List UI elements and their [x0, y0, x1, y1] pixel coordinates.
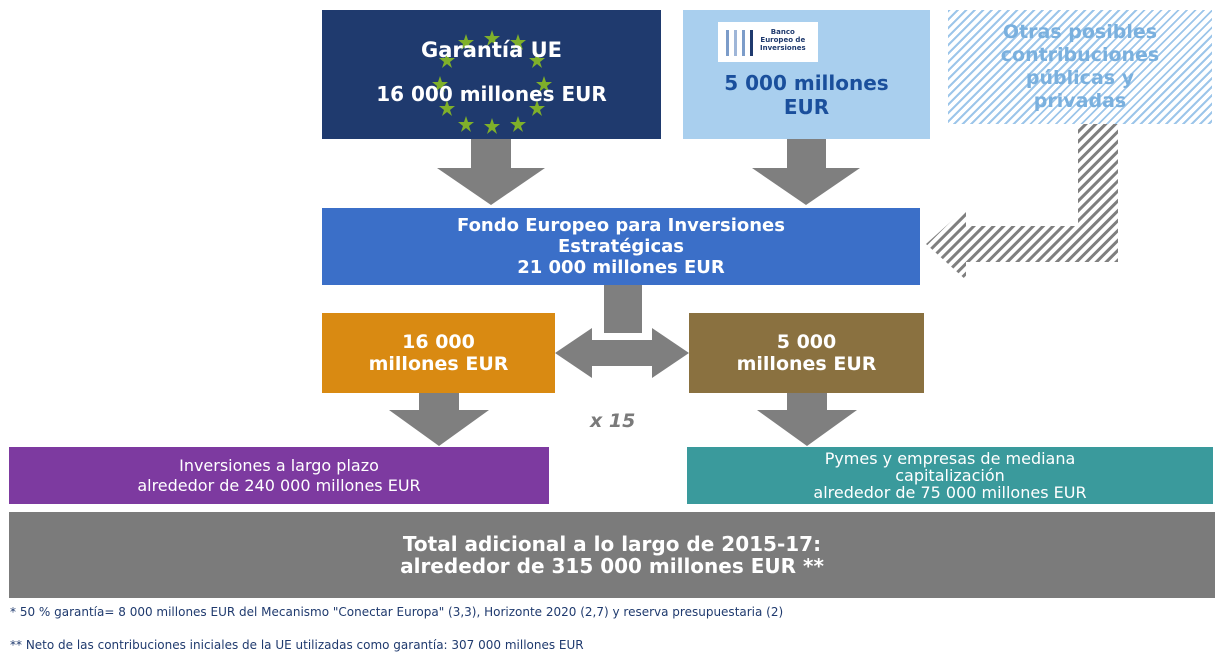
other-line2: contribuciones: [1000, 44, 1160, 66]
split-right-box: 5 000 millones EUR: [689, 313, 924, 393]
arrow-eib-to-efsi: [752, 139, 860, 205]
split-left-box: 16 000 millones EUR: [322, 313, 555, 393]
arrow-right-to-sme: [757, 393, 857, 446]
efsi-line3: 21 000 millones EUR: [517, 257, 725, 278]
other-line1: Otras posibles: [1002, 21, 1158, 43]
total-line2: alrededor de 315 000 millones EUR **: [400, 554, 824, 578]
eib-logo-bar-icon: [750, 30, 753, 56]
eib-amount-line1: 5 000 millones: [724, 70, 889, 95]
arrow-other-to-efsi: [926, 124, 1118, 280]
sme-box: Pymes y empresas de mediana capitalizaci…: [687, 447, 1213, 504]
split-left-line2: millones EUR: [368, 353, 509, 375]
eu-guarantee-title: Garantía UE: [420, 37, 562, 62]
eu-guarantee-amount: 16 000 millones EUR: [376, 81, 607, 106]
eib-logo-bar-icon: [742, 30, 745, 56]
eib-logo-line1: Banco: [770, 28, 795, 36]
split-right-line2: millones EUR: [736, 353, 877, 375]
eib-amount: 5 000 millones EUR: [724, 71, 888, 119]
eib-logo-bar-icon: [734, 30, 737, 56]
efsi-line2: Estratégicas: [557, 236, 685, 257]
eib-logo-line3: Inversiones: [760, 44, 806, 52]
multiplier-label: x 15: [590, 410, 636, 432]
sme-line3: alrededor de 75 000 millones EUR: [813, 483, 1087, 502]
eib-logo-line2: Europeo de: [760, 36, 806, 44]
eu-guarantee-box: Garantía UE 16 000 millones EUR: [322, 10, 661, 139]
total-line1: Total adicional a lo largo de 2015-17:: [402, 532, 822, 556]
other-line4: privadas: [1033, 90, 1127, 112]
arrow-eu-to-efsi: [437, 139, 545, 205]
long-term-line2: alrededor de 240 000 millones EUR: [137, 475, 421, 495]
arrow-stem: [604, 285, 642, 333]
total-box: Total adicional a lo largo de 2015-17: a…: [9, 512, 1215, 598]
split-right-line1: 5 000: [776, 331, 837, 353]
sme-line2: capitalización: [895, 466, 1005, 485]
eib-logo-bar-icon: [726, 30, 729, 56]
efsi-box: Fondo Europeo para Inversiones Estratégi…: [322, 208, 920, 285]
eib-amount-line2: EUR: [783, 94, 830, 119]
footnote-1: * 50 % garantía= 8 000 millones EUR del …: [10, 605, 784, 619]
sme-line1: Pymes y empresas de mediana: [824, 449, 1076, 468]
long-term-investments-box: Inversiones a largo plazo alrededor de 2…: [9, 447, 549, 504]
other-contributions-box: Otras posibles contribuciones públicas y…: [948, 10, 1212, 124]
eib-logo-text: Banco Europeo de Inversiones: [760, 28, 806, 52]
split-left-line1: 16 000: [402, 331, 475, 353]
efsi-line1: Fondo Europeo para Inversiones: [457, 215, 785, 236]
eu-stars-icon: [432, 30, 552, 134]
arrow-split-double: [555, 328, 689, 378]
other-line3: públicas y: [1025, 67, 1135, 89]
footnote-2: ** Neto de las contribuciones iniciales …: [10, 638, 584, 652]
arrow-left-to-long-term: [389, 393, 489, 446]
eib-logo: Banco Europeo de Inversiones: [718, 22, 818, 62]
eib-box: Banco Europeo de Inversiones 5 000 millo…: [683, 10, 930, 139]
long-term-line1: Inversiones a largo plazo: [179, 455, 379, 475]
